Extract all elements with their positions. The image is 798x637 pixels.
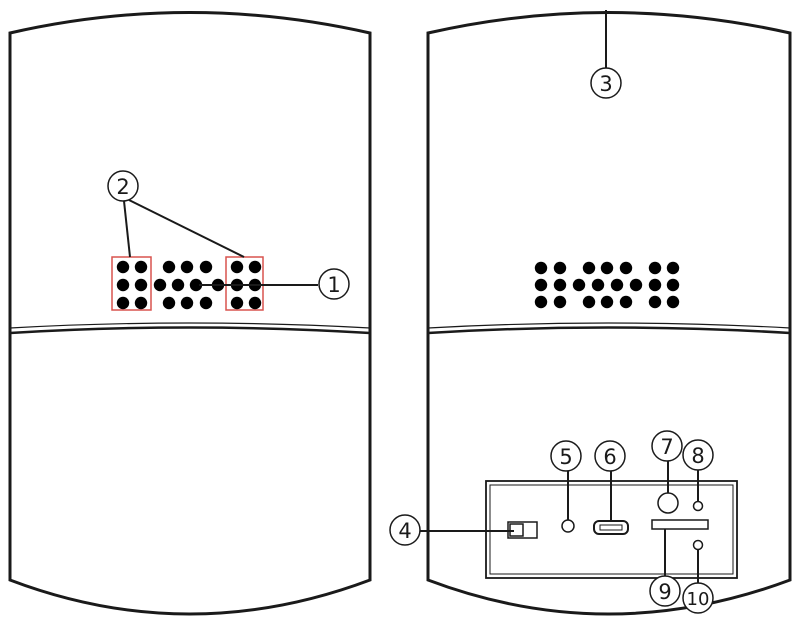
grille-dot <box>189 278 203 292</box>
grille-dot <box>171 278 185 292</box>
grille-dot <box>116 278 130 292</box>
back-speaker-grille <box>534 261 680 309</box>
grille-dot <box>534 295 548 309</box>
memory-card-slot <box>651 519 709 530</box>
grille-dot <box>591 278 605 292</box>
callout-3-circle <box>590 67 622 99</box>
callout-5-circle <box>550 440 582 472</box>
callout-2-circle <box>107 170 139 202</box>
callout-10-label: 10 <box>687 589 710 610</box>
grille-dot <box>153 278 167 292</box>
grille-dot <box>534 261 548 275</box>
grille-dot <box>619 261 633 275</box>
grille-dot <box>572 278 586 292</box>
callout-1-label: 1 <box>327 273 340 297</box>
front-view <box>8 11 372 616</box>
callout-1-circle <box>318 268 350 300</box>
grille-dot <box>582 295 596 309</box>
usb-port-contacts <box>599 524 623 531</box>
grille-dot <box>648 278 662 292</box>
grille-dot <box>180 260 194 274</box>
front-speaker-grille <box>116 260 262 310</box>
callout-9-label: 9 <box>658 580 671 604</box>
callout-4-label: 4 <box>398 519 411 543</box>
grille-dot <box>666 278 680 292</box>
indicator-light <box>692 500 704 512</box>
grille-dot <box>199 296 213 310</box>
grille-dot <box>534 278 548 292</box>
grille-dot <box>553 295 567 309</box>
grille-dot <box>553 278 567 292</box>
callout-3-label: 3 <box>599 72 612 96</box>
callout-9-circle <box>649 575 681 607</box>
grille-dot <box>162 260 176 274</box>
grille-dot <box>600 261 614 275</box>
grille-dot <box>230 260 244 274</box>
grille-dot <box>199 260 213 274</box>
grille-dot <box>629 278 643 292</box>
callout-10-circle <box>682 582 714 614</box>
camera-lens <box>657 492 679 514</box>
grille-dot <box>648 295 662 309</box>
grille-dot <box>180 296 194 310</box>
highlight-box-right <box>225 256 264 311</box>
grille-dot <box>666 261 680 275</box>
callout-8-circle <box>682 439 714 471</box>
usb-port <box>593 520 629 535</box>
front-seam-line-inner <box>9 322 371 329</box>
back-seam-line <box>427 326 791 335</box>
grille-dot <box>230 296 244 310</box>
grille-dot <box>553 261 567 275</box>
back-body-outline <box>426 11 792 616</box>
callout-6-circle <box>594 440 626 472</box>
grille-dot <box>116 296 130 310</box>
callout-2-leader-left <box>123 200 131 258</box>
grille-dot <box>134 278 148 292</box>
grille-dot <box>248 296 262 310</box>
callout-6-label: 6 <box>603 445 616 469</box>
grille-dot <box>248 260 262 274</box>
grille-dot <box>116 260 130 274</box>
grille-dot <box>582 261 596 275</box>
callout-7-circle <box>651 430 683 462</box>
grille-dot <box>648 261 662 275</box>
callout-8-label: 8 <box>691 444 704 468</box>
reset-hole <box>561 519 575 533</box>
grille-dot <box>610 278 624 292</box>
grille-dot <box>134 296 148 310</box>
microphone-hole <box>692 539 704 551</box>
callout-2-leader-right <box>128 199 245 258</box>
front-seam-line <box>9 326 371 335</box>
grille-dot <box>666 295 680 309</box>
callout-5-label: 5 <box>559 445 572 469</box>
back-view <box>426 11 792 616</box>
back-seam-line-inner <box>427 322 791 329</box>
grille-dot <box>619 295 633 309</box>
highlight-box-left <box>111 256 152 311</box>
callout-4-circle <box>389 514 421 546</box>
callout-2-label: 2 <box>116 175 129 199</box>
grille-dot <box>600 295 614 309</box>
callout-7-label: 7 <box>660 435 673 459</box>
front-body-outline <box>8 11 372 616</box>
grille-dot <box>162 296 176 310</box>
grille-dot <box>134 260 148 274</box>
